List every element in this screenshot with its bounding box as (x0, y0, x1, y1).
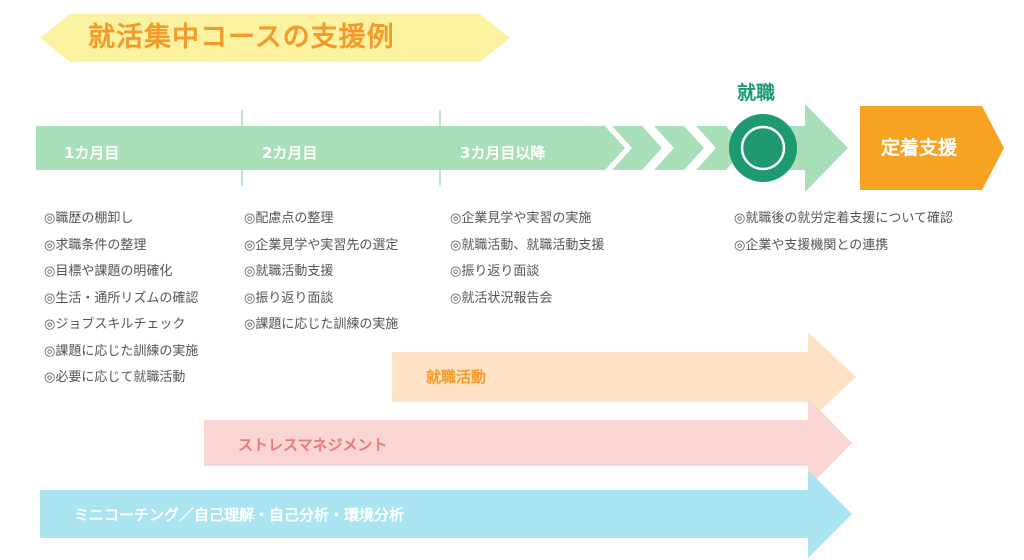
list-item: ◎企業や支援機関との連携 (734, 237, 889, 253)
list-item: ◎企業見学や実習の実施 (450, 211, 592, 226)
timeline (36, 104, 1004, 192)
task-list-month3-onward: ◎企業見学や実習の実施 ◎就職活動、就職活動支援 ◎振り返り面談 ◎就活状況報告… (450, 206, 604, 312)
task-list-month1: ◎職歴の棚卸し ◎求職条件の整理 ◎目標や課題の明確化 ◎生活・通所リズムの確認… (44, 206, 198, 392)
phase-label-month1: 1カ月目 (64, 144, 120, 162)
retention-arrow (860, 106, 1004, 190)
list-item: ◎必要に応じて就職活動 (44, 370, 186, 385)
hired-circle-icon (729, 114, 797, 182)
list-item: ◎配慮点の整理 (244, 211, 334, 226)
task-list-month2: ◎配慮点の整理 ◎企業見学や実習先の選定 ◎就職活動支援 ◎振り返り面談 ◎課題… (244, 206, 398, 339)
list-item: ◎振り返り面談 (244, 290, 334, 306)
title-banner-shape (40, 14, 510, 62)
title-banner: 就活集中コースの支援例 (40, 14, 510, 62)
page-title: 就活集中コースの支援例 (88, 22, 395, 53)
list-item: ◎企業見学や実習先の選定 (244, 237, 399, 253)
task-list-after-hire: ◎就職後の就労定着支援について確認 ◎企業や支援機関との連携 (734, 206, 953, 259)
list-item: ◎ジョブスキルチェック (44, 317, 186, 332)
band-job-hunting-label: 就職活動 (426, 368, 487, 386)
list-item: ◎振り返り面談 (450, 264, 540, 279)
list-item: ◎生活・通所リズムの確認 (44, 290, 199, 306)
band-job-hunting-arrow (392, 332, 856, 422)
retention-label: 定着支援 (880, 137, 957, 159)
list-item: ◎就活状況報告会 (450, 290, 553, 306)
band-stress-management-arrow (204, 398, 852, 488)
list-item: ◎就職活動支援 (244, 264, 334, 279)
list-item: ◎目標や課題の明確化 (44, 264, 173, 279)
chevron-arrow-icon (654, 126, 704, 170)
list-item: ◎課題に応じた訓練の実施 (244, 317, 399, 332)
phase-label-month2: 2カ月目 (262, 144, 318, 162)
chevron-arrow-icon (612, 126, 662, 170)
hired-label: 就職 (737, 82, 776, 104)
list-item: ◎就職活動、就職活動支援 (450, 237, 605, 253)
list-item: ◎職歴の棚卸し (44, 211, 134, 226)
band-coaching-label: ミニコーチング／自己理解・自己分析・環境分析 (74, 506, 405, 524)
support-bands (40, 332, 856, 558)
band-coaching-arrow (40, 470, 852, 558)
list-item: ◎求職条件の整理 (44, 237, 147, 253)
list-item: ◎就職後の就労定着支援について確認 (734, 211, 953, 226)
list-item: ◎課題に応じた訓練の実施 (44, 343, 199, 359)
timeline-bar (36, 126, 625, 170)
band-stress-management-label: ストレスマネジメント (238, 436, 388, 454)
phase-label-month3-onward: 3カ月目以降 (460, 144, 546, 162)
